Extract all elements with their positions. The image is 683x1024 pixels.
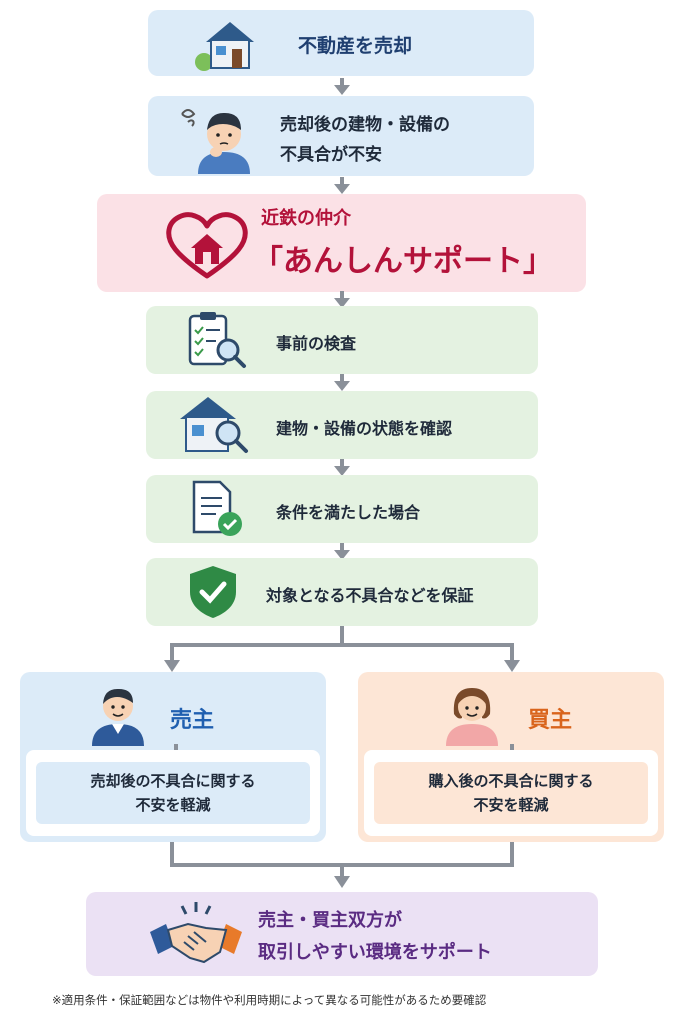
result-line2: 取引しやすい環境をサポート	[258, 942, 492, 963]
buyer-person-icon	[442, 680, 502, 746]
result-box: 売主・買主双方が 取引しやすい環境をサポート	[86, 892, 598, 976]
step-worry: 売却後の建物・設備の 不具合が不安	[148, 96, 534, 176]
anshin-support-banner: 近鉄の仲介 「あんしんサポート」	[97, 194, 586, 292]
seller-panel: 売主 売却後の不具合に関する 不安を軽減	[20, 672, 326, 842]
step-pre-inspection-label: 事前の検査	[276, 334, 357, 353]
step-check-condition: 建物・設備の状態を確認	[146, 391, 538, 459]
seller-title: 売主	[170, 708, 215, 733]
step-worry-line1: 売却後の建物・設備の	[280, 115, 450, 135]
step-sell-property: 不動産を売却	[148, 10, 534, 76]
step-pre-inspection: 事前の検査	[146, 306, 538, 374]
footnote: ※適用条件・保証範囲などは物件や利用時期によって異なる可能性があるため要確認	[52, 993, 487, 1007]
merge-connector	[0, 842, 683, 892]
buyer-benefit-line2: 不安を軽減	[473, 796, 549, 814]
step-conditions-met-label: 条件を満たした場合	[276, 503, 421, 522]
branch-connector	[0, 626, 683, 674]
buyer-panel: 買主 購入後の不具合に関する 不安を軽減	[358, 672, 664, 842]
buyer-benefit-box: 購入後の不具合に関する 不安を軽減	[374, 762, 648, 824]
step-guarantee-label: 対象となる不具合などを保証	[266, 586, 474, 605]
worried-person-icon	[176, 100, 258, 174]
seller-benefit-box: 売却後の不具合に関する 不安を軽減	[36, 762, 310, 824]
seller-person-icon	[88, 680, 148, 746]
seller-benefit-line1: 売却後の不具合に関する	[90, 772, 256, 790]
handshake-icon	[148, 900, 244, 970]
house-magnifier-icon	[178, 395, 250, 455]
step-worry-line2: 不具合が不安	[280, 145, 382, 165]
step-sell-label: 不動産を売却	[298, 35, 413, 57]
house-icon	[194, 16, 260, 72]
arrow-down	[334, 374, 350, 392]
shield-check-icon	[186, 564, 240, 620]
buyer-title: 買主	[528, 708, 573, 733]
seller-benefit-line2: 不安を軽減	[135, 796, 211, 814]
step-check-condition-label: 建物・設備の状態を確認	[276, 419, 453, 438]
arrow-down	[334, 78, 350, 96]
anshin-support-title: 「あんしんサポート」	[253, 244, 553, 279]
document-check-icon	[188, 480, 248, 538]
arrow-down	[334, 459, 350, 477]
clipboard-magnifier-icon	[184, 310, 248, 370]
result-line1: 売主・買主双方が	[258, 910, 402, 931]
arrow-down	[334, 177, 350, 195]
arrow-down	[334, 543, 350, 561]
arrow-down	[334, 291, 350, 309]
step-conditions-met: 条件を満たした場合	[146, 475, 538, 543]
anshin-support-subtitle: 近鉄の仲介	[261, 208, 351, 229]
heart-house-icon	[165, 212, 249, 280]
buyer-benefit-line1: 購入後の不具合に関する	[428, 772, 594, 790]
step-guarantee: 対象となる不具合などを保証	[146, 558, 538, 626]
